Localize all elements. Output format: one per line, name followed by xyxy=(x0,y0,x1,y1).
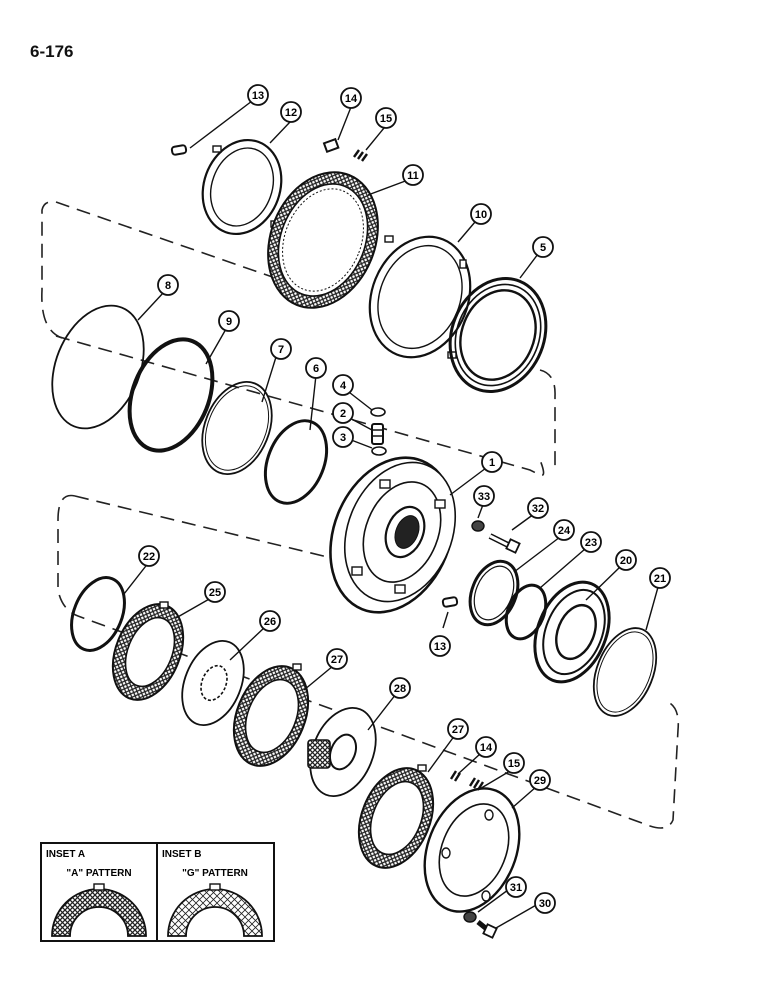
callout-4: 4 xyxy=(340,380,347,392)
callout-14: 14 xyxy=(345,93,358,105)
callout-8: 8 xyxy=(165,280,171,292)
callout-5: 5 xyxy=(540,242,546,254)
seal-ring-22 xyxy=(70,576,126,652)
inset-b-title: INSET B xyxy=(162,849,201,860)
snap-ring-23 xyxy=(504,583,548,641)
callout-6: 6 xyxy=(313,363,319,375)
washer-31 xyxy=(463,911,477,923)
bolt-30 xyxy=(476,920,498,939)
callout-27: 27 xyxy=(331,654,343,666)
callout-32: 32 xyxy=(532,503,544,515)
inset-a: INSET A "A" PATTERN xyxy=(40,842,158,942)
callout-labels: 13 12 14 15 11 10 5 8 9 7 6 4 2 3 1 33 3… xyxy=(143,90,666,910)
callout-26: 26 xyxy=(264,616,276,628)
callout-15: 15 xyxy=(380,113,392,125)
callout-2: 2 xyxy=(340,408,346,420)
pin-part-13-lower xyxy=(441,596,459,608)
spring-part-14 xyxy=(322,137,340,154)
callout-27-lower: 27 xyxy=(452,724,464,736)
callout-12: 12 xyxy=(285,107,297,119)
friction-disc-27 xyxy=(232,663,310,767)
callout-13: 13 xyxy=(252,90,264,102)
piston-20 xyxy=(533,580,611,684)
callout-10: 10 xyxy=(475,209,487,221)
o-ring-3 xyxy=(371,446,387,456)
inset-a-caption: "A" PATTERN xyxy=(66,868,131,879)
callout-3: 3 xyxy=(340,432,346,444)
callout-33: 33 xyxy=(478,491,490,503)
leader-lines xyxy=(123,100,661,929)
callout-30: 30 xyxy=(539,898,551,910)
callout-28: 28 xyxy=(394,683,406,695)
seal-ring-9 xyxy=(127,337,215,453)
friction-disc-27-lower xyxy=(357,764,435,869)
callout-13-lower: 13 xyxy=(434,641,446,653)
callout-29: 29 xyxy=(534,775,546,787)
callout-9: 9 xyxy=(226,316,232,328)
spring-part-14-lower xyxy=(449,770,462,782)
seal-ring-21 xyxy=(592,627,658,717)
splined-hub-28 xyxy=(307,706,377,798)
callout-14-lower: 14 xyxy=(480,742,493,754)
friction-disc-11 xyxy=(267,171,379,309)
check-valve-2 xyxy=(371,423,384,445)
callout-15-lower: 15 xyxy=(508,758,520,770)
inset-b-caption: "G" PATTERN xyxy=(182,868,248,879)
callout-1: 1 xyxy=(489,457,495,469)
cover-plate-29 xyxy=(423,787,521,913)
spring-part-15 xyxy=(353,149,368,162)
callout-11: 11 xyxy=(407,170,419,182)
callout-7: 7 xyxy=(278,344,284,356)
callout-22: 22 xyxy=(143,551,155,563)
callout-31: 31 xyxy=(510,882,522,894)
inset-a-title: INSET A xyxy=(46,849,85,860)
piston-5 xyxy=(448,277,548,393)
inset-b: INSET B "G" PATTERN xyxy=(156,842,275,942)
splined-plate-26 xyxy=(181,639,245,727)
callout-21: 21 xyxy=(654,573,666,585)
callout-circles xyxy=(138,84,671,914)
housing-1 xyxy=(329,456,457,614)
washer-33 xyxy=(471,520,485,532)
o-ring-4 xyxy=(370,407,386,417)
callout-23: 23 xyxy=(585,537,597,549)
pin-part-13 xyxy=(170,144,188,156)
callout-24: 24 xyxy=(558,525,571,537)
callout-20: 20 xyxy=(620,555,632,567)
seal-ring-7 xyxy=(201,381,273,475)
bolt-32 xyxy=(488,533,521,554)
callout-25: 25 xyxy=(209,587,221,599)
page-number: 6-176 xyxy=(30,42,74,61)
seal-ring-6 xyxy=(263,419,329,505)
friction-disc-25 xyxy=(111,601,185,701)
